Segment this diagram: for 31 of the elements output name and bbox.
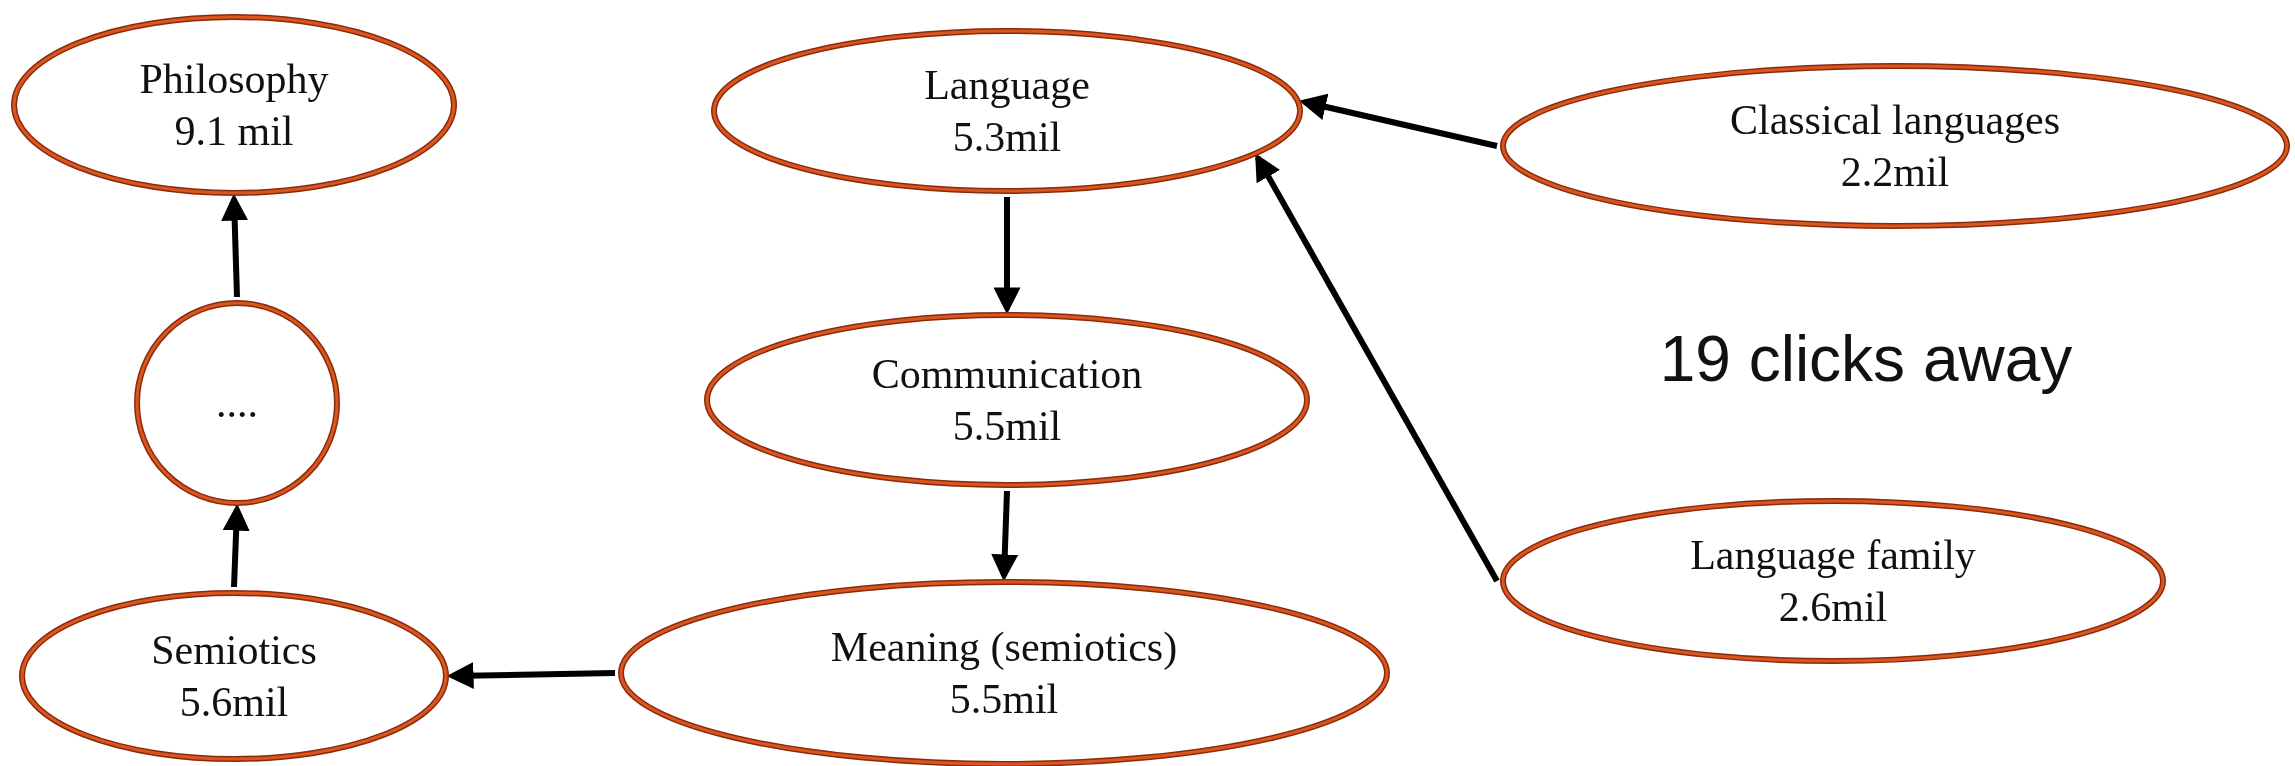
node-value: 5.5mil	[952, 402, 1062, 451]
node-title: Classical languages	[1729, 96, 2061, 145]
arrow	[1255, 153, 1500, 583]
node-title: Semiotics	[151, 626, 317, 675]
node-value: 5.3mil	[952, 113, 1062, 162]
node-value: 5.6mil	[179, 678, 289, 727]
ellipse-node	[714, 31, 1300, 191]
node-value: 2.6mil	[1778, 583, 1888, 632]
node-value: 5.5mil	[949, 675, 1059, 724]
arrow	[222, 503, 250, 588]
node-title: Language family	[1690, 531, 1976, 580]
circle-node	[137, 303, 337, 503]
ellipse-node	[1503, 66, 2287, 226]
ellipse-node	[707, 315, 1307, 485]
arrow	[993, 197, 1021, 315]
note-text: 19 clicks away	[1659, 322, 2073, 396]
arrow	[221, 193, 249, 298]
arrow	[1299, 93, 1498, 149]
node-title: Meaning (semiotics)	[830, 623, 1178, 672]
ellipse-node	[14, 17, 454, 193]
node-value: 2.2mil	[1840, 148, 1950, 197]
arrow	[991, 490, 1019, 582]
ellipse-node	[621, 582, 1387, 764]
node-title: Philosophy	[139, 55, 329, 104]
node-title: ....	[216, 379, 258, 428]
ellipse-node	[22, 593, 446, 759]
node-value: 9.1 mil	[174, 107, 294, 156]
arrow	[446, 662, 616, 690]
node-title: Communication	[871, 350, 1143, 399]
node-title: Language	[924, 61, 1090, 110]
ellipse-node	[1503, 501, 2163, 661]
